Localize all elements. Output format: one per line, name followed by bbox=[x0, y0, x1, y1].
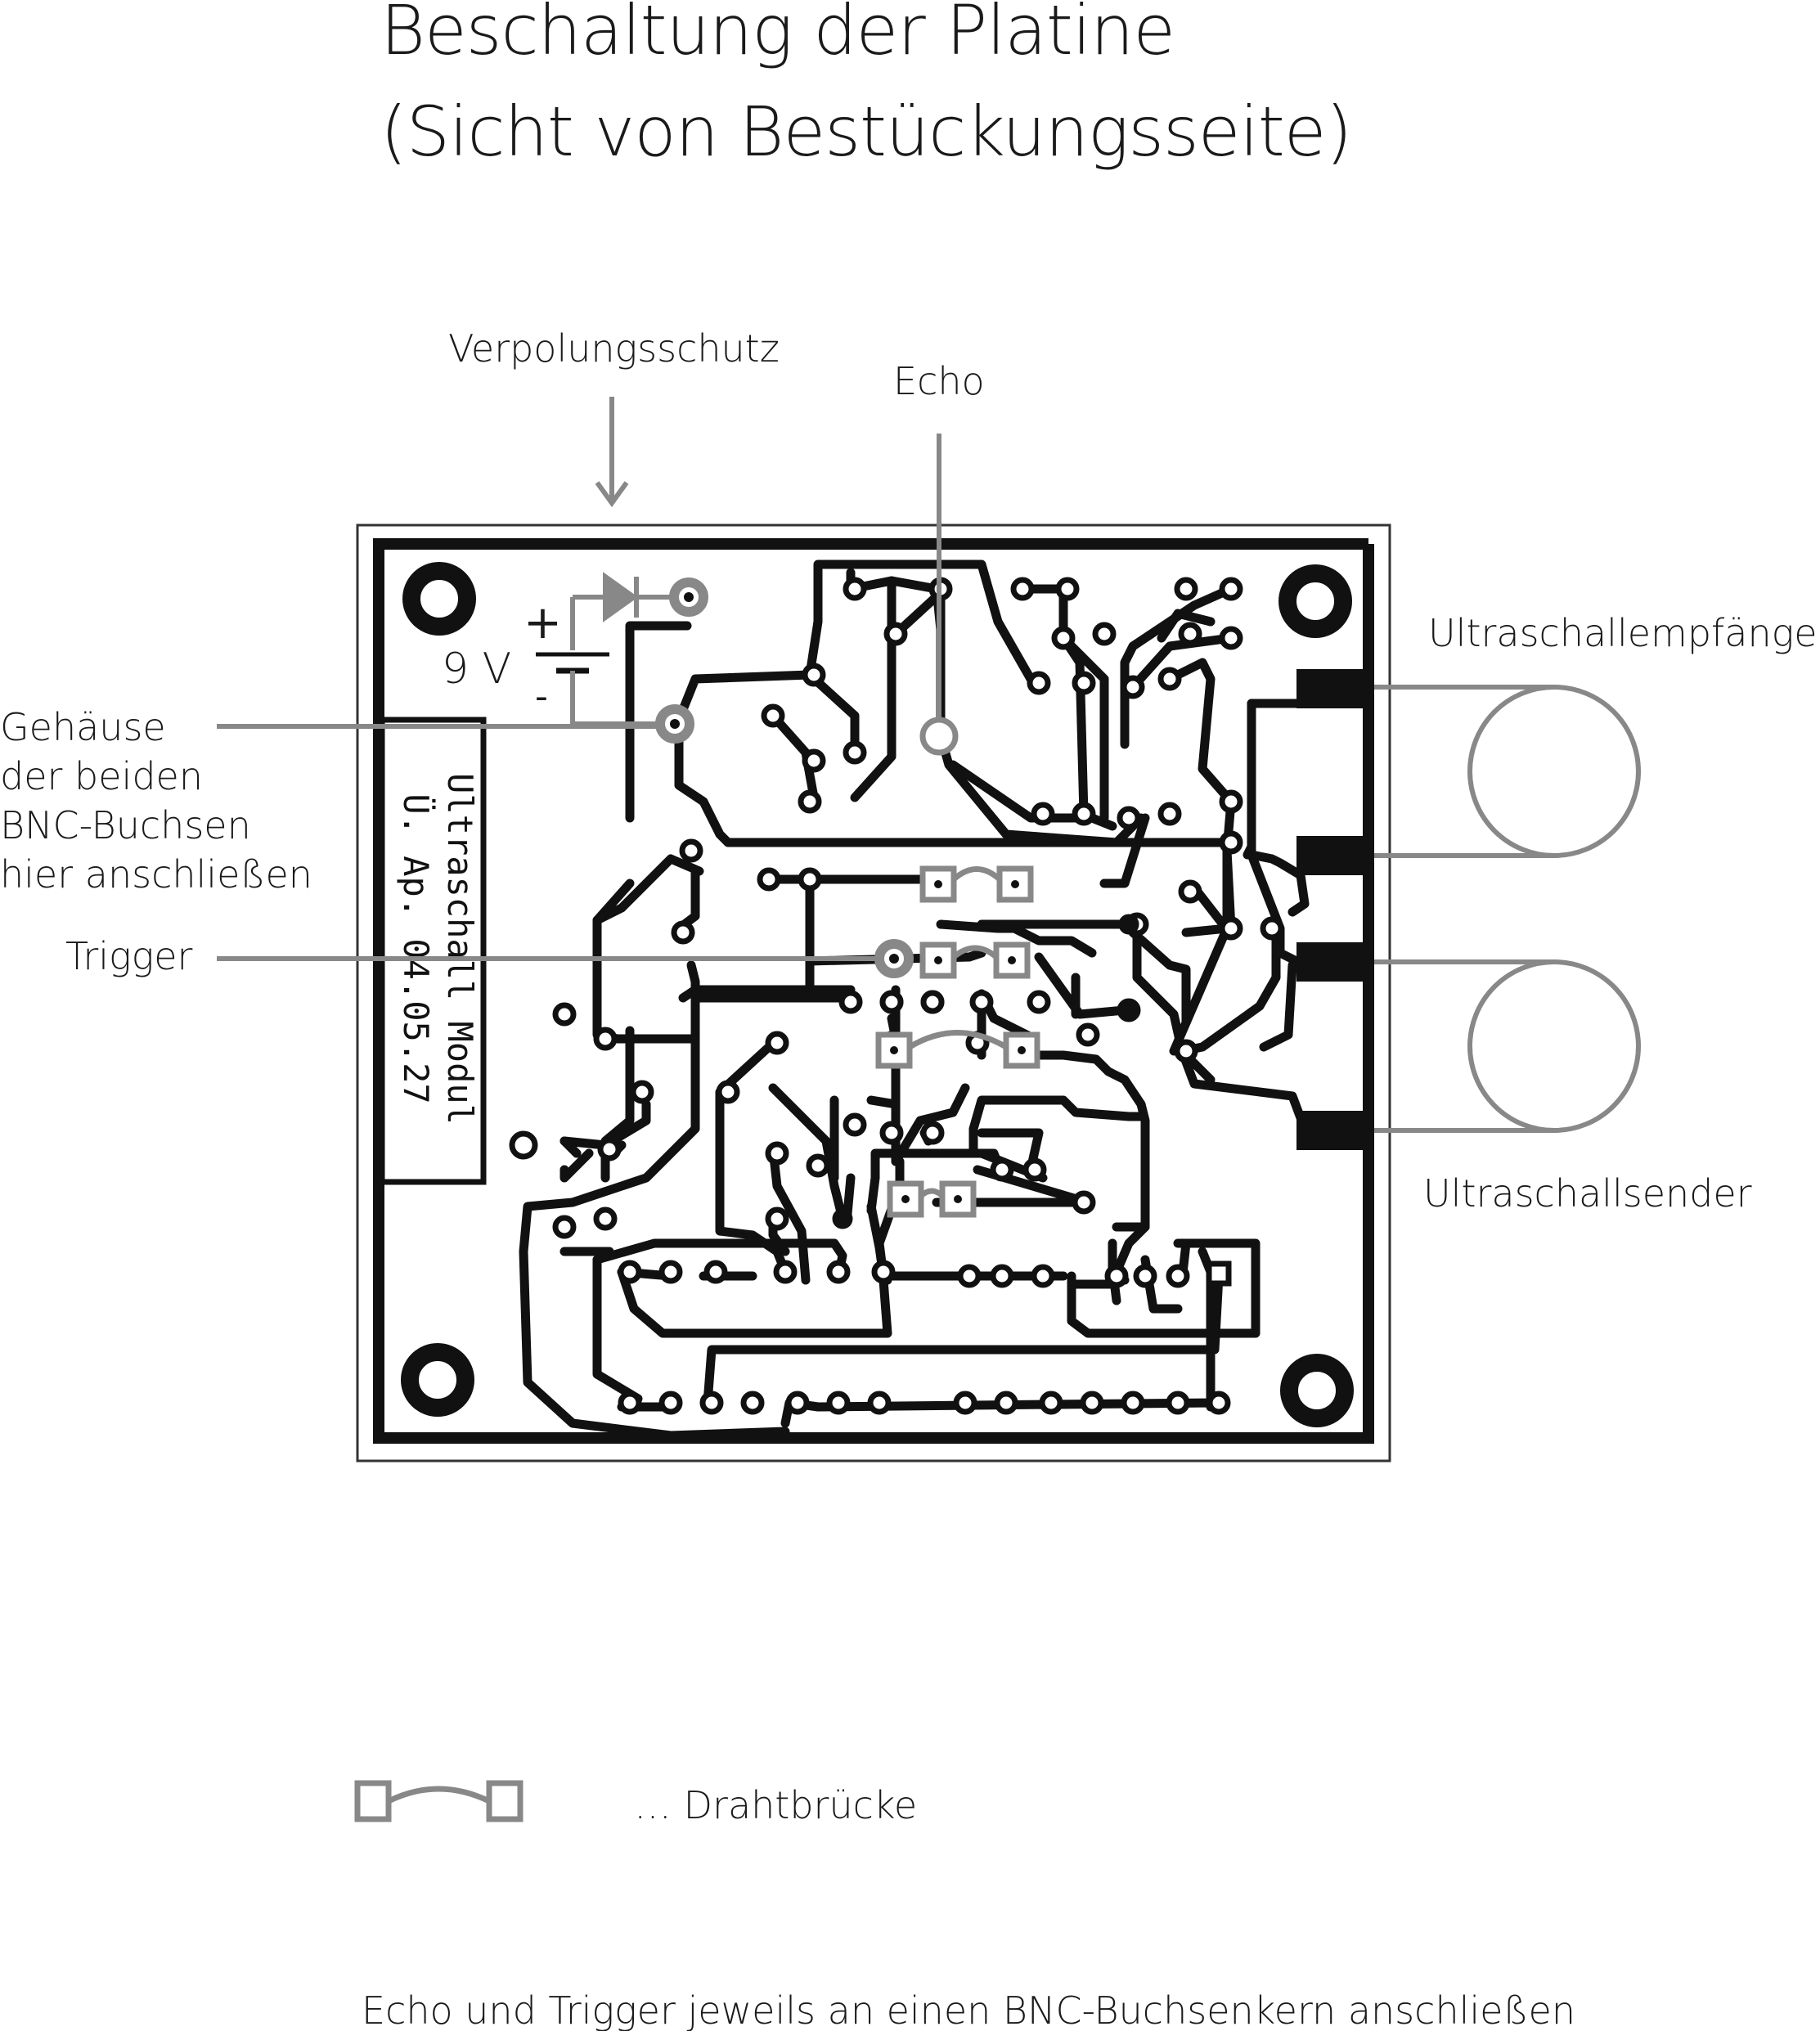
square-pad bbox=[1206, 1260, 1232, 1287]
mounting-hole bbox=[401, 1343, 474, 1417]
power-pads bbox=[655, 577, 708, 744]
bridge-pad bbox=[993, 941, 1031, 979]
label-echo: Echo bbox=[893, 359, 985, 403]
bridge-pad bbox=[919, 865, 957, 903]
pcb-label-line-1: Ultraschall Modul bbox=[440, 773, 480, 1125]
pcb-label-box bbox=[379, 717, 487, 1185]
connector-pad bbox=[1296, 669, 1374, 708]
label-gehaeuse-2: der beiden bbox=[0, 754, 203, 798]
battery-symbol bbox=[536, 652, 663, 726]
battery-minus: - bbox=[535, 676, 548, 717]
pcb-label-line-2: Ü. Ap. 04.05.27 bbox=[396, 793, 437, 1103]
bridge-pad bbox=[996, 865, 1034, 903]
label-gehaeuse-1: Gehäuse bbox=[0, 705, 166, 749]
wire-bridges bbox=[875, 865, 1040, 1218]
footer-note: Echo und Trigger jeweils an einen BNC-Bu… bbox=[362, 1988, 1575, 2031]
connector-pad bbox=[1296, 942, 1374, 982]
legend-symbol bbox=[354, 1780, 524, 1822]
pcb-pads bbox=[509, 577, 1284, 1415]
annotation-lines bbox=[217, 397, 1641, 1133]
legend-text: … Drahtbrücke bbox=[634, 1783, 917, 1827]
title-line-1: Beschaltung der Platine bbox=[380, 0, 1175, 70]
battery-plus: + bbox=[524, 596, 562, 649]
sender-transducer bbox=[1467, 959, 1641, 1133]
bridge-pad bbox=[887, 1180, 924, 1218]
label-ultraschallempfaenger: Ultraschallempfänger bbox=[1428, 611, 1820, 655]
transducer-connectors bbox=[1296, 669, 1374, 1150]
connector-pad bbox=[1296, 1111, 1374, 1150]
label-trigger: Trigger bbox=[65, 934, 193, 978]
label-gehaeuse-3: BNC-Buchsen bbox=[0, 803, 251, 847]
connector-pad bbox=[1296, 836, 1374, 875]
label-verpolungsschutz: Verpolungsschutz bbox=[448, 326, 780, 371]
mounting-hole bbox=[1278, 564, 1352, 638]
verpolung-arrow-head bbox=[595, 481, 629, 508]
pcb-traces bbox=[519, 559, 1310, 1440]
battery-voltage: 9 V bbox=[442, 645, 511, 694]
mounting-hole bbox=[402, 562, 476, 636]
title-line-2: (Sicht von Bestückungsseite) bbox=[380, 92, 1352, 172]
echo-pad bbox=[919, 717, 959, 756]
board-outline bbox=[356, 523, 1391, 1463]
mounting-hole bbox=[1280, 1354, 1354, 1427]
diode-symbol bbox=[570, 572, 679, 650]
bridge-pad bbox=[919, 941, 957, 979]
label-gehaeuse-4: hier anschließen bbox=[0, 852, 312, 896]
mounting-holes bbox=[401, 562, 1354, 1427]
receiver-transducer bbox=[1467, 685, 1641, 858]
label-ultraschallsender: Ultraschallsender bbox=[1423, 1171, 1752, 1215]
